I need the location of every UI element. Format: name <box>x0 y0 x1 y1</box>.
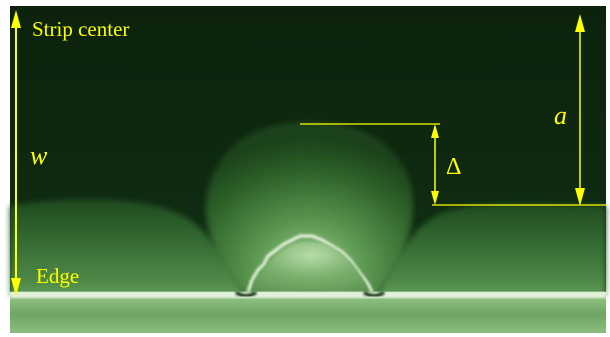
w-label: w <box>30 141 48 170</box>
arrowhead-up-icon <box>575 14 585 32</box>
strip-center-label: Strip center <box>32 17 129 41</box>
edge-label: Edge <box>36 264 79 288</box>
arrowhead-up-icon <box>431 124 439 138</box>
delta-dimension-arrow <box>431 124 439 205</box>
left-flux-region <box>10 199 246 296</box>
arrowhead-up-icon <box>11 10 21 28</box>
right-flux-region <box>376 203 606 296</box>
delta-label: Δ <box>446 154 461 180</box>
arrowhead-down-icon <box>575 188 585 206</box>
strip-edge-glow <box>10 292 606 298</box>
arrowhead-down-icon <box>431 191 439 205</box>
arrowhead-down-icon <box>11 278 21 296</box>
a-label: a <box>554 101 567 130</box>
w-dimension-arrow <box>11 10 21 296</box>
flux-dome <box>206 122 413 296</box>
core-rim-highlight <box>246 234 374 293</box>
strip-edge-band <box>10 292 606 333</box>
right-notch <box>362 290 386 298</box>
a-dimension-arrow <box>575 14 585 206</box>
flux-core <box>252 241 370 296</box>
left-notch <box>234 290 258 298</box>
